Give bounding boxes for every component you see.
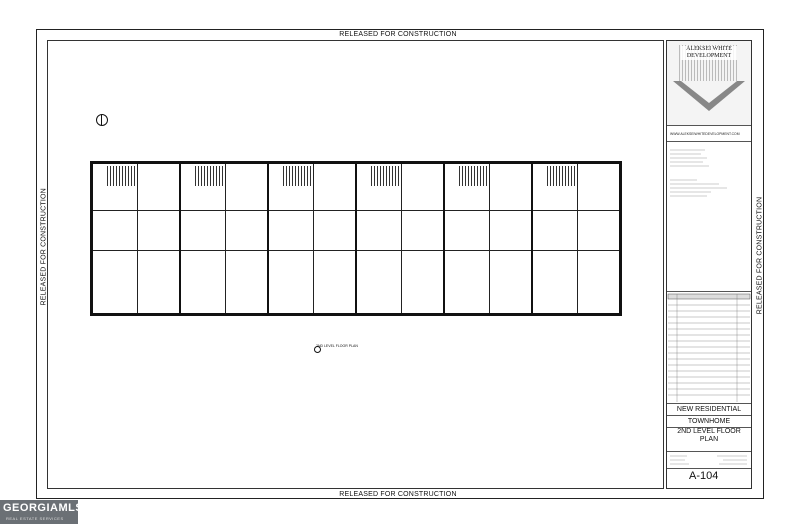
stair-icon [547,166,575,186]
project-name-line1: NEW RESIDENTIAL [667,404,751,416]
plan-unit [269,164,357,313]
sheet-number: A-104 [689,470,719,482]
drawing-area [47,40,664,489]
stamp-right: RELEASED FOR CONSTRUCTION [756,196,764,315]
sheet-title-line2: PLAN [699,436,719,443]
plan-caption: 2ND LEVEL FLOOR PLAN [316,344,358,348]
stamp-bottom: RELEASED FOR CONSTRUCTION [339,491,457,498]
detail-marker-icon [314,346,321,353]
stair-icon [195,166,223,186]
website-text: WWW.ALEKSEIWHITEDEVELOPMENT.COM [670,132,740,136]
stair-icon [371,166,399,186]
stair-icon [107,166,135,186]
drawing-sheet-border [36,29,764,499]
client-info-cell [667,142,751,292]
stair-icon [459,166,487,186]
plan-unit [533,164,619,313]
company-logo: ALEKSEI WHITE DEVELOPMENT [667,41,751,126]
sheet-title-line1: 2ND LEVEL FLOOR [677,428,741,435]
revision-table [667,292,751,404]
plan-unit [357,164,445,313]
floor-plan [90,161,622,316]
stamp-top: RELEASED FOR CONSTRUCTION [339,31,457,38]
stamp-left: RELEASED FOR CONSTRUCTION [40,188,48,306]
stair-icon [283,166,311,186]
plan-unit [445,164,533,313]
watermark-brand: GEORGIAMLS [3,502,84,514]
website-cell: WWW.ALEKSEIWHITEDEVELOPMENT.COM [667,126,751,142]
georgiamls-watermark: GEORGIAMLS REAL ESTATE SERVICES [0,500,83,524]
watermark-tagline: REAL ESTATE SERVICES [6,516,64,521]
project-title-cell: NEW RESIDENTIAL TOWNHOME 2ND LEVEL FLOOR… [667,404,751,452]
sheet-number-cell: A-104 [667,469,751,488]
north-arrow-icon [96,114,108,126]
project-name-line2: TOWNHOME [667,416,751,428]
logo-text: ALEKSEI WHITE DEVELOPMENT [681,46,737,60]
project-meta-cell [667,452,751,469]
plan-unit [93,164,181,313]
title-block: ALEKSEI WHITE DEVELOPMENT WWW.ALEKSEIWHI… [666,40,752,489]
plan-unit [181,164,269,313]
logo-graphic-icon [673,81,745,111]
